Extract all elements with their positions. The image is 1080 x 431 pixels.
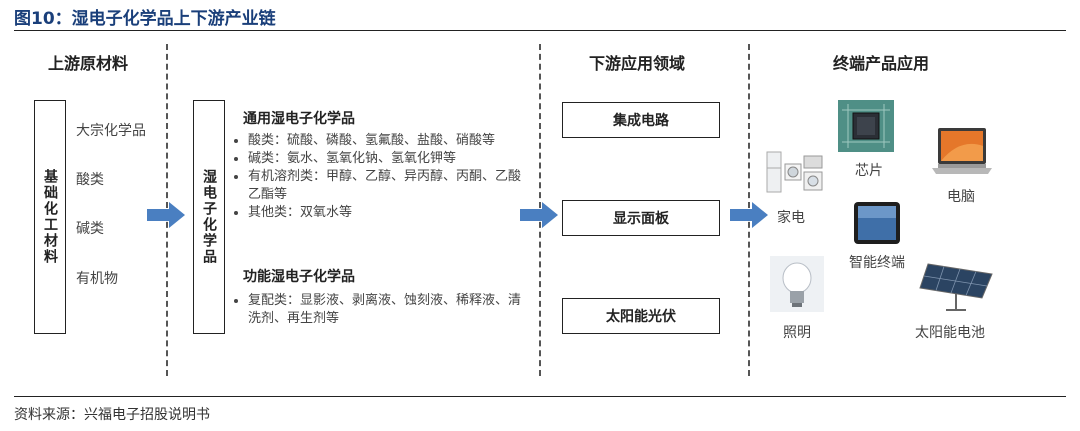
arrow-shape (520, 202, 558, 228)
tablet-icon (854, 202, 900, 244)
midstream-box-label: 湿电子化学品 (201, 169, 217, 265)
chip-icon (838, 100, 894, 152)
upstream-item: 大宗化学品 (76, 123, 146, 139)
end-product-label: 芯片 (855, 163, 883, 179)
arrow-downstream-to-end (730, 202, 768, 228)
upstream-item: 酸类 (76, 172, 104, 188)
list-item: 复配类：显影液、剥离液、蚀刻液、稀释液、清洗剂、再生剂等 (248, 292, 528, 328)
list-item: 有机溶剂类：甲醇、乙醇、异丙醇、丙酮、乙酸乙酯等 (248, 168, 528, 204)
upstream-box-label: 基础化工材料 (42, 169, 58, 265)
source-note: 资料来源：兴福电子招股说明书 (14, 407, 210, 423)
midstream-box: 湿电子化学品 (193, 100, 225, 334)
appliances-icon (766, 151, 823, 193)
end-product-label: 智能终端 (849, 255, 905, 271)
arrow-shape (730, 202, 768, 228)
functional-chemicals-title: 功能湿电子化学品 (243, 269, 355, 285)
general-chemicals-list: 酸类：硫酸、磷酸、氢氟酸、盐酸、硝酸等 碱类：氨水、氢氧化钠、氢氧化钾等 有机溶… (228, 132, 528, 222)
downstream-box-ic: 集成电路 (562, 102, 720, 138)
downstream-header: 下游应用领域 (589, 54, 686, 73)
end-product-label: 电脑 (947, 189, 975, 205)
downstream-box-display: 显示面板 (562, 200, 720, 236)
end-product-label: 太阳能电池 (915, 325, 985, 341)
upstream-header: 上游原材料 (48, 54, 129, 73)
general-chemicals-title: 通用湿电子化学品 (243, 111, 355, 127)
list-item: 酸类：硫酸、磷酸、氢氟酸、盐酸、硝酸等 (248, 132, 528, 150)
end-products-header: 终端产品应用 (833, 54, 930, 73)
laptop-icon (932, 128, 992, 174)
arrow-mid-to-downstream (520, 202, 558, 228)
figure-title: 图10：湿电子化学品上下游产业链 (14, 9, 276, 29)
arrow-upstream-to-mid (147, 202, 185, 228)
downstream-item: 集成电路 (613, 113, 669, 129)
arrow-shape (147, 202, 185, 228)
functional-chemicals-list: 复配类：显影液、剥离液、蚀刻液、稀释液、清洗剂、再生剂等 (228, 292, 528, 328)
upstream-item: 有机物 (76, 271, 118, 287)
upstream-item: 碱类 (76, 221, 104, 237)
list-item: 其他类：双氧水等 (248, 204, 528, 222)
solar-panel-icon (919, 263, 993, 311)
downstream-item: 显示面板 (613, 211, 669, 227)
end-product-label: 照明 (783, 325, 811, 341)
end-product-label: 家电 (777, 210, 805, 226)
top-rule (14, 30, 1066, 31)
upstream-box: 基础化工材料 (34, 100, 66, 334)
downstream-box-solar: 太阳能光伏 (562, 298, 720, 334)
bottom-rule (14, 396, 1066, 397)
light-bulb-icon (770, 256, 824, 312)
list-item: 碱类：氨水、氢氧化钠、氢氧化钾等 (248, 150, 528, 168)
downstream-item: 太阳能光伏 (606, 309, 676, 325)
